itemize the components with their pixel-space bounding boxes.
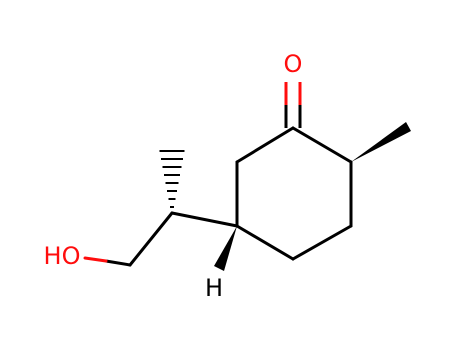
bond-ch2-oxygen-carbon-half — [104, 259, 132, 267]
ring-bonds — [235, 126, 353, 261]
bond-c1-c2 — [291, 126, 353, 164]
hashed-wedge-methyl — [159, 150, 185, 208]
hydrogen-label: H — [205, 274, 223, 302]
bond-ch2-oxygen-oxygen-half — [83, 256, 108, 263]
carbonyl-bond-oxygen-half — [284, 82, 302, 105]
bond-c6-c1 — [235, 126, 295, 164]
carbonyl-bond — [284, 105, 302, 128]
bond-c5-side-chain — [170, 211, 239, 228]
bond-c4-c5 — [235, 224, 295, 261]
hydroxyl-label: HO — [44, 242, 81, 270]
bond-side-chain-ch2 — [128, 211, 174, 267]
wedge-bond-methyl — [351, 122, 411, 162]
bond-c3-c4 — [291, 224, 353, 261]
wedge-bond-hydrogen — [214, 226, 237, 271]
carbonyl-oxygen-label: O — [284, 50, 303, 78]
